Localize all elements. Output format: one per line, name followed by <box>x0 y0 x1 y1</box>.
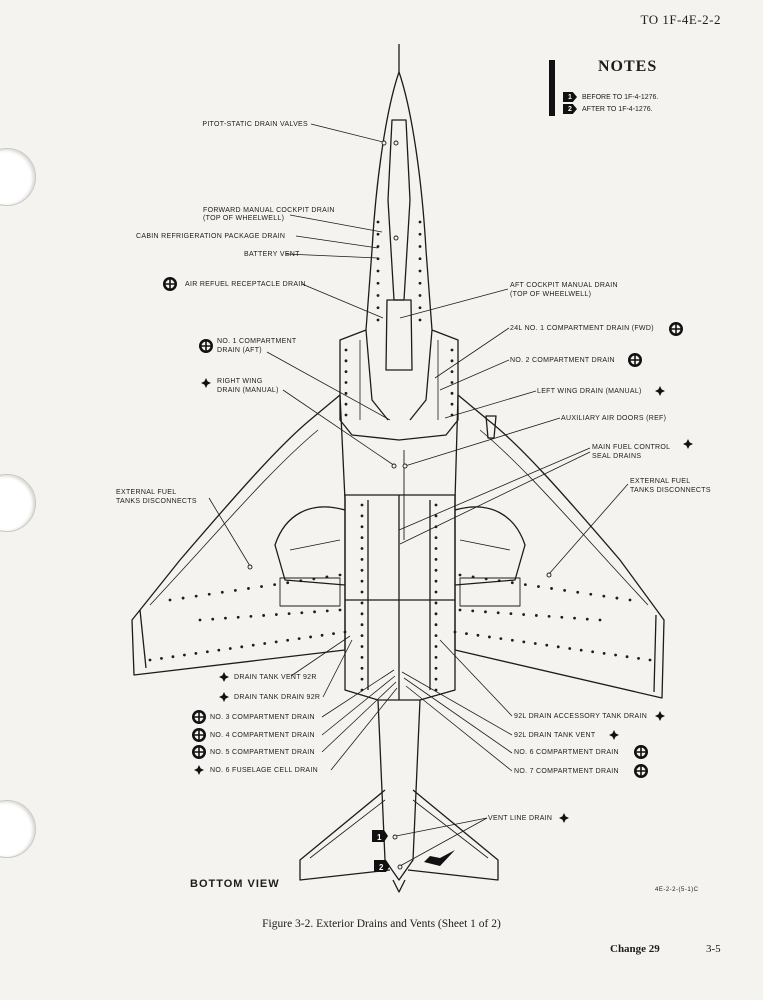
label-cabin-refrigeration-package-drain: CABIN REFRIGERATION PACKAGE DRAIN <box>136 233 286 240</box>
label-aft-cockpit-manual-drain: AFT COCKPIT MANUAL DRAIN <box>510 282 618 289</box>
page-number: 3-5 <box>706 943 721 955</box>
label-external-fuel-tanks-disconnects-left-line2: TANKS DISCONNECTS <box>630 487 711 494</box>
label-pitot-static-drain-valves: PITOT-STATIC DRAIN VALVES <box>202 121 308 128</box>
label-drain-tank-vent-92r: DRAIN TANK VENT 92R <box>234 674 317 681</box>
figure-code: 4E-2-2-(5-1)C <box>655 887 699 893</box>
to-number: TO 1F-4E-2-2 <box>640 12 721 27</box>
label-no6-compartment-drain: NO. 6 COMPARTMENT DRAIN <box>514 749 619 756</box>
label-no1-compartment-aft-line2: DRAIN (AFT) <box>217 347 262 354</box>
label-92l-drain-accessory-tank-drain: 92L DRAIN ACCESSORY TANK DRAIN <box>514 713 648 720</box>
label-92l-drain-tank-vent: 92L DRAIN TANK VENT <box>514 732 596 739</box>
label-right-wing-drain: RIGHT WING <box>217 378 263 385</box>
label-external-fuel-tanks-disconnects-right: EXTERNAL FUEL <box>116 489 177 496</box>
label-forward-manual-cockpit-drain-note: (TOP OF WHEELWELL) <box>203 215 285 222</box>
label-no2-compartment-drain: NO. 2 COMPARTMENT DRAIN <box>510 357 615 364</box>
label-vent-line-drain: VENT LINE DRAIN <box>488 815 553 822</box>
label-forward-manual-cockpit-drain: FORWARD MANUAL COCKPIT DRAIN <box>203 207 335 214</box>
label-air-refuel-receptacle-drain: AIR REFUEL RECEPTACLE DRAIN <box>185 281 306 288</box>
view-label: BOTTOM VIEW <box>190 878 280 890</box>
label-no4-compartment-drain: NO. 4 COMPARTMENT DRAIN <box>210 732 315 739</box>
svg-text:2: 2 <box>379 863 384 872</box>
label-external-fuel-tanks-disconnects-right-line2: TANKS DISCONNECTS <box>116 498 197 505</box>
label-battery-vent: BATTERY VENT <box>244 251 300 258</box>
label-external-fuel-tanks-disconnects-left: EXTERNAL FUEL <box>630 478 691 485</box>
label-24l-no1-compartment-drain-fwd: 24L NO. 1 COMPARTMENT DRAIN (FWD) <box>510 325 654 332</box>
label-main-fuel-control: MAIN FUEL CONTROL <box>592 444 671 451</box>
label-no1-compartment-aft: NO. 1 COMPARTMENT <box>217 338 297 345</box>
label-no7-compartment-drain: NO. 7 COMPARTMENT DRAIN <box>514 768 619 775</box>
note-text: AFTER TO 1F-4-1276. <box>582 105 653 113</box>
label-no3-compartment-drain: NO. 3 COMPARTMENT DRAIN <box>210 714 315 721</box>
label-left-wing-drain: LEFT WING DRAIN (MANUAL) <box>537 388 642 395</box>
figure-caption: Figure 3-2. Exterior Drains and Vents (S… <box>262 918 501 930</box>
label-aft-cockpit-manual-drain-note: (TOP OF WHEELWELL) <box>510 291 592 298</box>
note-2: 2 AFTER TO 1F-4-1276. <box>563 104 653 114</box>
notes-title: NOTES <box>598 58 658 75</box>
change-number: Change 29 <box>610 943 660 955</box>
label-no6-fuselage-cell-drain: NO. 6 FUSELAGE CELL DRAIN <box>210 767 318 774</box>
label-auxiliary-air-doors: AUXILIARY AIR DOORS (REF) <box>561 415 667 422</box>
label-no5-compartment-drain: NO. 5 COMPARTMENT DRAIN <box>210 749 315 756</box>
label-drain-tank-drain-92r: DRAIN TANK DRAIN 92R <box>234 694 321 701</box>
notes-bar <box>549 60 555 116</box>
note-text: BEFORE TO 1F-4-1276. <box>582 93 659 101</box>
label-main-fuel-control-line2: SEAL DRAINS <box>592 453 642 460</box>
note-number-badge: 1 <box>563 92 577 102</box>
note-number-badge: 2 <box>563 104 577 114</box>
note-1: 1 BEFORE TO 1F-4-1276. <box>563 92 658 102</box>
svg-text:1: 1 <box>377 833 382 842</box>
label-right-wing-drain-line2: DRAIN (MANUAL) <box>217 387 279 394</box>
